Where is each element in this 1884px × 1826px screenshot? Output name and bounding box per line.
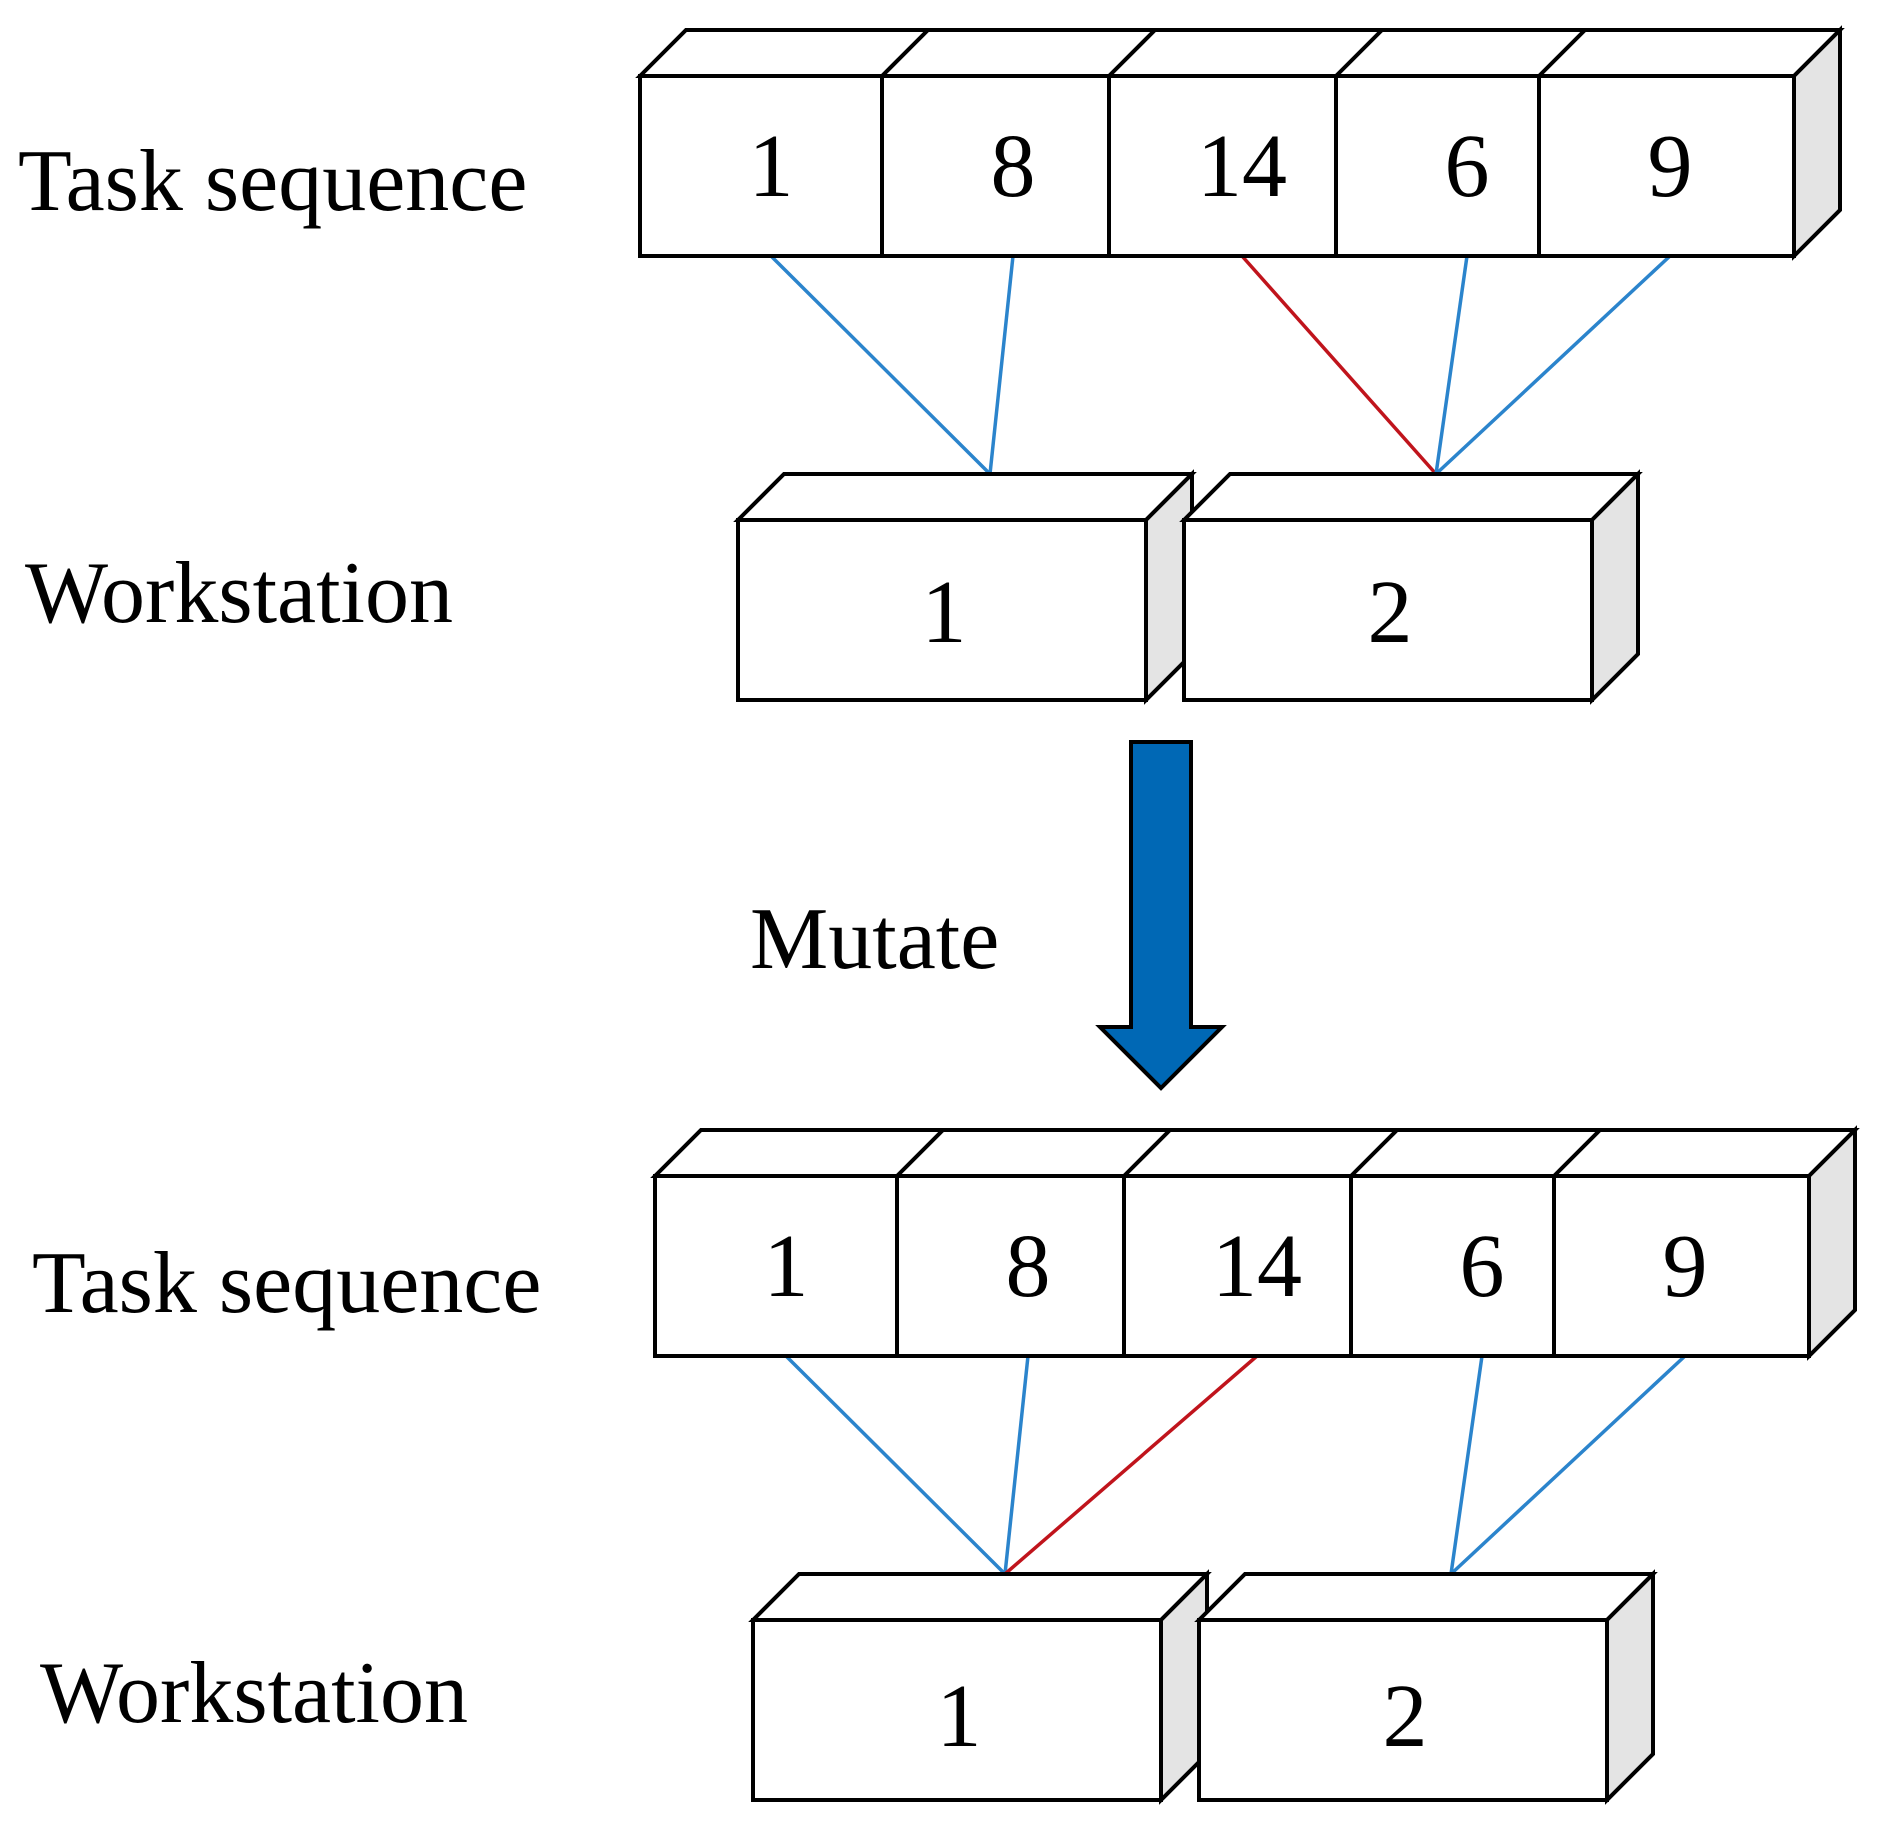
before-task-cell-2: 8 bbox=[991, 117, 1036, 216]
after-workstation-number-1: 1 bbox=[937, 1667, 982, 1766]
after-edge-task-5 bbox=[1449, 1354, 1687, 1576]
after-task-cell-2: 8 bbox=[1006, 1217, 1051, 1316]
after-workstation-label: Workstation bbox=[40, 1645, 468, 1742]
after-task-cell-5: 9 bbox=[1663, 1217, 1708, 1316]
after-task-cell-4: 6 bbox=[1460, 1217, 1505, 1316]
after-task-sequence-label: Task sequence bbox=[32, 1235, 541, 1332]
before-task-sequence-box bbox=[635, 25, 1845, 261]
before-edge-task-3 bbox=[1240, 254, 1438, 476]
after-panel: Task sequence Workstation 1 8 14 6 9 bbox=[32, 1125, 1860, 1805]
before-workstation-label: Workstation bbox=[25, 545, 453, 642]
before-edge-task-1 bbox=[769, 254, 992, 476]
before-task-sequence-label: Task sequence bbox=[18, 133, 527, 230]
after-edge-task-2 bbox=[1003, 1355, 1030, 1575]
after-workstation-number-2: 2 bbox=[1383, 1667, 1428, 1766]
before-task-cell-3: 14 bbox=[1197, 117, 1287, 216]
after-assignment-edges bbox=[784, 1354, 1687, 1576]
after-task-cell-3: 14 bbox=[1212, 1217, 1302, 1316]
mutate-label: Mutate bbox=[750, 891, 999, 988]
before-workstation-box-1 bbox=[733, 469, 1197, 705]
after-workstation-box-1 bbox=[748, 1569, 1212, 1805]
after-workstation-box-2 bbox=[1194, 1569, 1658, 1805]
after-edge-task-4 bbox=[1449, 1355, 1484, 1575]
before-task-cell-1: 1 bbox=[749, 117, 794, 216]
before-workstation-box-2 bbox=[1179, 469, 1643, 705]
before-task-cell-4: 6 bbox=[1445, 117, 1490, 216]
before-workstation-number-2: 2 bbox=[1368, 563, 1413, 662]
before-edge-task-2 bbox=[988, 255, 1015, 475]
before-panel: Task sequence Workstation 1 8 14 6 9 bbox=[18, 25, 1845, 705]
before-workstation-number-1: 1 bbox=[922, 563, 967, 662]
before-edge-task-4 bbox=[1434, 255, 1469, 475]
mutate-arrow bbox=[1095, 740, 1227, 1091]
before-edge-task-5 bbox=[1434, 254, 1672, 476]
after-edge-task-1 bbox=[784, 1354, 1007, 1576]
before-task-cell-5: 9 bbox=[1648, 117, 1693, 216]
after-edge-task-3 bbox=[1003, 1354, 1259, 1576]
after-task-cell-1: 1 bbox=[764, 1217, 809, 1316]
before-assignment-edges bbox=[769, 254, 1672, 476]
after-task-sequence-box bbox=[650, 1125, 1860, 1361]
